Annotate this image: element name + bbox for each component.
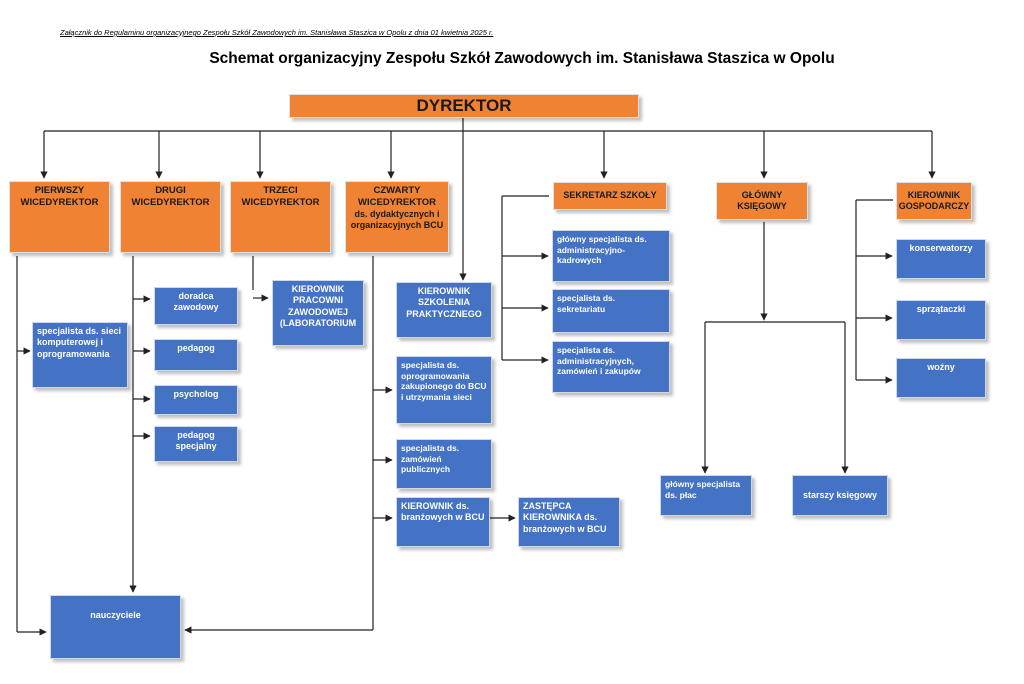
practical-training-manager-box: KIEROWNIK SZKOLENIA PRAKTYCZNEGO xyxy=(396,282,492,338)
payroll-specialist-box: główny specjalista ds. płac xyxy=(660,475,752,516)
pedagogue-box: pedagog xyxy=(154,339,238,371)
deputy-industry-manager-box: ZASTĘPCA KIEROWNIKA ds. branżowych w BCU xyxy=(518,497,620,547)
school-secretary-box: SEKRETARZ SZKOŁY xyxy=(553,182,667,210)
administration-manager-box: KIEROWNIK GOSPODARCZY xyxy=(896,182,972,220)
fourth-vice-director-title: CZWARTY WICEDYREKTOR xyxy=(358,185,436,208)
janitor-box: woźny xyxy=(896,358,986,398)
industry-manager-box: KIEROWNIK ds. branżowych w BCU xyxy=(396,497,490,547)
career-advisor-box: doradca zawodowy xyxy=(154,287,238,325)
annex-note: Załącznik do Regulaminu organizacyjnego … xyxy=(60,28,494,37)
second-vice-director-box: DRUGI WICEDYREKTOR xyxy=(120,181,221,253)
page-title: Schemat organizacyjny Zespołu Szkół Zawo… xyxy=(209,50,835,67)
teachers-box: nauczyciele xyxy=(50,595,181,659)
fourth-vice-director-subtitle: ds. dydaktycznych i organizacyjnych BCU xyxy=(350,208,444,230)
fourth-vice-director-box: CZWARTY WICEDYREKTOR ds. dydaktycznych i… xyxy=(345,181,449,253)
software-specialist-box: specjalista ds. oprogramowania zakupione… xyxy=(396,356,492,424)
director-box: DYREKTOR xyxy=(289,94,639,118)
third-vice-director-box: TRZECI WICEDYREKTOR xyxy=(230,181,331,253)
psychologist-box: psycholog xyxy=(154,385,238,415)
administrative-specialist-box: specjalista ds. administracyjnych, zamów… xyxy=(552,341,670,393)
cleaners-box: sprzątaczki xyxy=(896,300,986,340)
special-pedagogue-box: pedagog specjalny xyxy=(154,426,238,462)
network-specialist-box: specjalista ds. sieci komputerowej i opr… xyxy=(32,322,128,388)
conservators-box: konserwatorzy xyxy=(896,239,986,279)
hr-specialist-box: główny specjalista ds. administracyjno-k… xyxy=(552,230,670,282)
secretariat-specialist-box: specjalista ds. sekretariatu xyxy=(552,289,670,333)
senior-accountant-box: starszy księgowy xyxy=(792,475,888,516)
chief-accountant-box: GŁÓWNY KSIĘGOWY xyxy=(716,182,808,220)
lab-manager-box: KIEROWNIK PRACOWNI ZAWODOWEJ (LABORATORI… xyxy=(272,280,364,346)
first-vice-director-box: PIERWSZY WICEDYREKTOR xyxy=(9,181,110,253)
procurement-specialist-box: specjalista ds. zamówień publicznych xyxy=(396,439,492,489)
